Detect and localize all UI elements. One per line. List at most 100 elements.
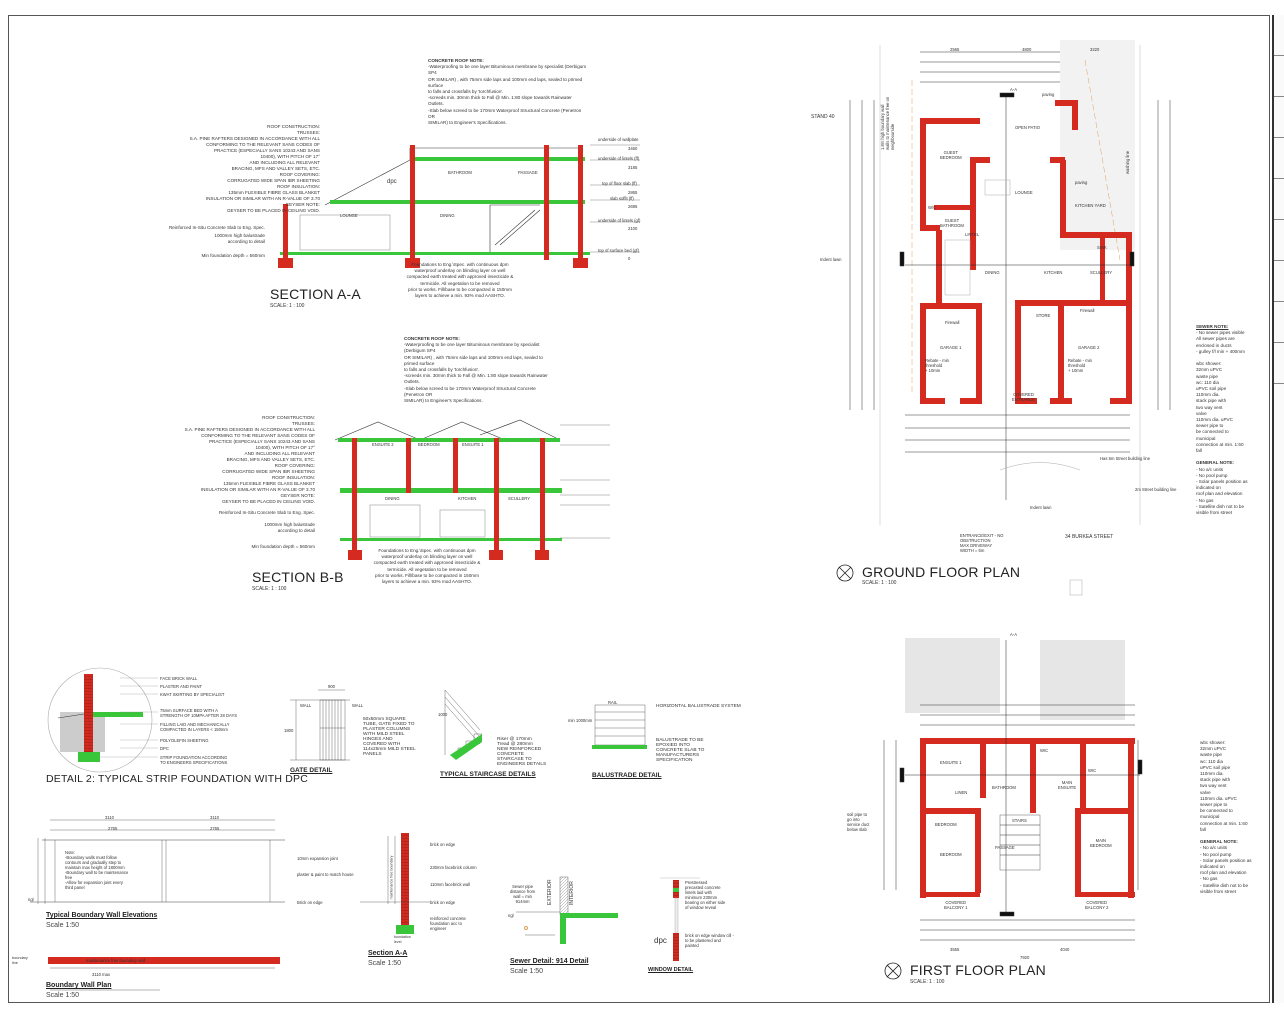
boundary-plan-label: maintenance free boundary wall bbox=[86, 958, 146, 963]
room-label: SCULLERY bbox=[508, 496, 531, 501]
dimension: 2765 bbox=[210, 826, 220, 831]
level-value: 0 bbox=[628, 256, 631, 261]
dimension: 2765 bbox=[108, 826, 118, 831]
sewer-detail-scale: Scale 1:50 bbox=[510, 968, 544, 975]
section-marker-ff: A-A bbox=[1010, 632, 1017, 637]
room-label: Firewall bbox=[945, 320, 960, 325]
sewer-note-title: SEWER NOTE: bbox=[1196, 324, 1229, 329]
foundation-level-label: foundation level bbox=[394, 935, 411, 944]
dpc-label: dpc bbox=[654, 936, 667, 945]
detail-label: FACE BRICK WALL bbox=[160, 676, 198, 681]
level-value: 2695 bbox=[628, 204, 638, 209]
drawing-sheet-border bbox=[8, 15, 1270, 1003]
room-label: LOUNGE bbox=[340, 213, 358, 218]
level-label: underside of lintels (gf) bbox=[598, 218, 641, 223]
room-label: paving bbox=[1042, 92, 1055, 97]
balustrade-note: BALUSTRADE TO BE EPOXIED INTO CONCRETE S… bbox=[656, 738, 705, 763]
section-aa-detail-title: Section A-A bbox=[368, 950, 408, 957]
room-label: COVERED BALCONY 1 bbox=[944, 900, 968, 910]
room-label: ENSUITE 2 bbox=[372, 442, 394, 447]
room-label: BEDROOM bbox=[418, 442, 440, 447]
detail-label: 75mm SURFACE BED WITH A STRENGTH OF 10MP… bbox=[160, 708, 238, 718]
roof-note-bb: -Waterproofing to be one layer Bituminou… bbox=[404, 342, 548, 404]
general-note-body: - No a/c units - No pool pump - Solar pa… bbox=[1196, 466, 1248, 516]
roof-construction-note-bb: ROOF CONSTRUCTION: TRUSSES: S.A. PINE RA… bbox=[184, 415, 315, 504]
section-bb-title: SECTION B-B bbox=[252, 569, 344, 585]
ngl-label: ngl bbox=[28, 897, 34, 902]
boundary-note: 1.8m high boundary wall walls to mainten… bbox=[880, 96, 895, 150]
first-floor-plan-drawing bbox=[883, 579, 1143, 941]
room-label: STAIRS bbox=[1012, 818, 1027, 823]
sewer-detail-note: Sewer pipe distance from wall = min 914m… bbox=[510, 884, 536, 904]
stand-label: STAND 40 bbox=[811, 114, 835, 120]
dimension: 3110 bbox=[105, 815, 115, 820]
ground-floor-plan-title: GROUND FLOOR PLAN bbox=[862, 564, 1021, 580]
soil-pipe-note: soil pipe to go into service duct below … bbox=[847, 812, 870, 832]
room-label: LINEN bbox=[955, 790, 968, 795]
first-floor-plan-title: FIRST FLOOR PLAN bbox=[910, 962, 1046, 978]
ff-general-note-title: GENERAL NOTE: bbox=[1200, 839, 1238, 845]
foundation-detail-drawing bbox=[47, 667, 158, 773]
room-label: Rebate - min threshold + 10mm bbox=[1068, 358, 1092, 373]
room-label: BEDROOM bbox=[935, 822, 957, 827]
dimension: 7920 bbox=[1020, 955, 1030, 960]
detail-label: KWAT SKIRTING BY SPECIALIST bbox=[160, 692, 225, 697]
level-label: underside of wallplate bbox=[598, 137, 639, 142]
boundary-section-aa-drawing bbox=[360, 833, 430, 934]
room-label: paving bbox=[1075, 180, 1088, 185]
foundation-depth-bb: Min foundation depth = 560mm bbox=[251, 544, 315, 549]
roof-note-title-aa: CONCRETE ROOF NOTE: bbox=[428, 58, 484, 63]
section-marker-gf: A-A bbox=[1010, 87, 1017, 92]
stair-note: Riser @ 170mm Tread @ 280mm NEW REINFORC… bbox=[497, 737, 547, 767]
room-label: KITCHEN YARD bbox=[1075, 203, 1106, 208]
title-block-strip bbox=[1272, 15, 1284, 1003]
stair-detail-title: TYPICAL STAIRCASE DETAILS bbox=[440, 771, 536, 778]
foundation-spec-aa: Foundations to Eng.\Spec. with continuou… bbox=[406, 262, 514, 299]
level-label: slab soffit (ff) bbox=[610, 196, 634, 201]
interior-label: INTERIOR bbox=[569, 881, 575, 905]
room-label: PASSAGE bbox=[995, 845, 1015, 850]
foundation-depth-aa: Min foundation depth = 560mm bbox=[201, 253, 265, 258]
section-detail-label: brick on edge bbox=[430, 900, 456, 905]
roof-construction-note-aa: ROOF CONSTRUCTION: TRUSSES: S.A. PINE RA… bbox=[189, 124, 320, 213]
section-aa-drawing bbox=[278, 144, 640, 268]
street-building-line-5m: Has 5m Street building line bbox=[1100, 456, 1151, 461]
foundation-detail-title: DETAIL 2: TYPICAL STRIP FOUNDATION WITH … bbox=[46, 773, 308, 785]
detail-label: STRIP FOUNDATION ACCORDING TO ENGINEERS … bbox=[160, 755, 228, 765]
dpc-label: dpc bbox=[387, 179, 397, 185]
window-detail-drawing bbox=[660, 877, 700, 961]
section-aa-scale: SCALE: 1 : 100 bbox=[270, 303, 305, 309]
window-lintel-note: Prestressed precasted concrete lintels l… bbox=[685, 880, 726, 910]
level-label: top of surface bed (gf) bbox=[598, 248, 639, 253]
dimension: 1000 bbox=[438, 712, 448, 717]
room-label: GARAGE 1 bbox=[940, 345, 962, 350]
level-value: 2100 bbox=[628, 226, 638, 231]
boundary-elevation-title: Typical Boundary Wall Elevations bbox=[46, 912, 158, 919]
room-label: Firewall bbox=[1080, 308, 1095, 313]
gate-wall-label: WALL bbox=[352, 703, 364, 708]
room-label: GUEST BATHROOM bbox=[940, 218, 964, 228]
boundary-label: 10mm expansion joint bbox=[297, 856, 338, 861]
level-value: 3185 bbox=[628, 165, 638, 170]
exterior-label: EXTERIOR bbox=[547, 879, 553, 905]
boundary-label: Brick on edge bbox=[297, 900, 323, 905]
section-detail-label: brick on edge bbox=[430, 842, 456, 847]
room-label: GARAGE 2 bbox=[1078, 345, 1100, 350]
level-label: underside of lintels (ff) bbox=[598, 156, 640, 161]
room-label: DINING bbox=[440, 213, 455, 218]
slab-note-bb: Reinforced In-Situ Concrete Slab to Eng.… bbox=[218, 510, 315, 515]
section-detail-side-label: maintenance free boundary bbox=[389, 855, 394, 900]
ff-sewer-note: wbc shower: 32mm uPVC waste pipe wc: 110… bbox=[1200, 740, 1248, 832]
sewer-note-body: - No sewer pipes visible All sewer pipes… bbox=[1196, 330, 1245, 454]
room-label: BATHROOM bbox=[448, 170, 472, 175]
detail-label: FILLING LAID AND MECHANICALLY COMPACTED … bbox=[160, 722, 230, 732]
window-detail-title: WINDOW DETAIL bbox=[648, 967, 694, 973]
north-arrow-icon bbox=[836, 564, 902, 980]
street-building-line-2m: 2m Street building line bbox=[1135, 487, 1177, 492]
gate-note: 50x50mm SQUARE TUBE, GATE FIXED TO PLAST… bbox=[363, 717, 416, 757]
boundary-wall-elevation-drawing bbox=[30, 819, 285, 991]
dimension: 2565 bbox=[950, 47, 960, 52]
detail-label: PLASTER AND PAINT bbox=[160, 684, 203, 689]
room-label: SINK bbox=[1097, 245, 1107, 250]
foundation-spec-bb: Foundations to Eng.\Spec. with continuou… bbox=[373, 548, 481, 585]
